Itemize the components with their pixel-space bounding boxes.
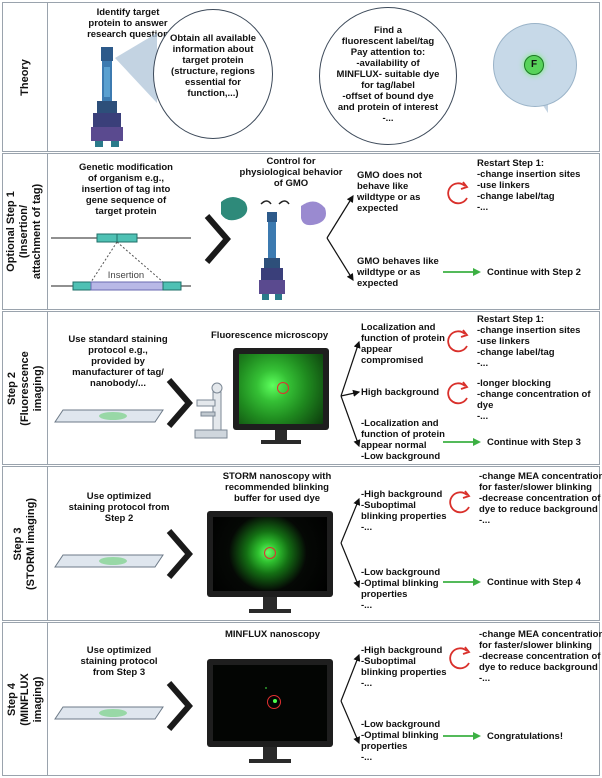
staining-text: Use optimized staining protocol from Ste… — [68, 491, 170, 524]
branch-arrows — [340, 340, 361, 448]
control-text: Control for physiological behavior of GM… — [239, 156, 343, 189]
monitor-stand — [263, 747, 277, 759]
microscope-slide-icon — [54, 706, 164, 720]
protein-structure-icon — [259, 212, 285, 300]
roi-circle — [277, 382, 289, 394]
retry-cycle-icon — [447, 381, 469, 405]
row-label-text: Step 4 (MINFLUX imaging) — [5, 672, 44, 726]
change-text: -change MEA concentration for faster/slo… — [479, 629, 602, 684]
retry-cycle-icon — [449, 490, 471, 514]
organisms-icon — [221, 197, 326, 226]
roi-circle — [264, 547, 276, 559]
step3-row: Step 3 (STORM imaging) Use optimized sta… — [2, 466, 602, 621]
identify-text: Identify target protein to answer resear… — [87, 7, 169, 40]
monitor-display — [207, 511, 333, 597]
row-label-opt: Optional Step 1 (Insertion/ attachment o… — [3, 154, 48, 309]
row-label-step3: Step 3 (STORM imaging) — [3, 467, 48, 620]
row-label-step4: Step 4 (MINFLUX imaging) — [3, 623, 48, 775]
chevron-right-icon — [204, 214, 231, 264]
restart-text: Restart Step 1: -change insertion sites … — [477, 314, 581, 369]
blocking-text: -longer blocking -change concentration o… — [477, 378, 591, 422]
microscope-slide-icon — [54, 554, 164, 568]
monitor-display — [207, 659, 333, 747]
obtain-text: Obtain all available information about t… — [169, 33, 257, 99]
behaves-text: GMO behaves like wildtype or as expected — [357, 256, 439, 289]
insertion-label: Insertion — [107, 270, 145, 281]
chevron-right-icon — [166, 529, 193, 579]
branch-arrows — [326, 194, 354, 282]
high-bg-text: -High background -Suboptimal blinking pr… — [361, 489, 447, 533]
monitor-display — [233, 348, 329, 430]
microscope-slide-icon — [54, 409, 164, 423]
optional-step1-row: Optional Step 1 (Insertion/ attachment o… — [2, 153, 600, 310]
label-bubble — [319, 7, 457, 145]
microscope-icon — [194, 382, 228, 439]
high-bg-text: -High background -Suboptimal blinking pr… — [361, 645, 447, 689]
roi-circle — [267, 695, 281, 709]
signal-dot — [265, 687, 267, 689]
row-label-text: Step 3 (STORM imaging) — [12, 497, 38, 590]
high-bg-text: High background — [361, 387, 440, 398]
congrats-text: Congratulations! — [487, 731, 563, 742]
staining-text: Use standard staining protocol e.g., pro… — [68, 334, 168, 389]
monitor-base — [261, 440, 301, 444]
not-behave-text: GMO does not behave like wildtype or as … — [357, 170, 422, 214]
storm-title: STORM nanoscopy with recommended blinkin… — [222, 471, 332, 504]
restart-text: Restart Step 1: -change insertion sites … — [477, 158, 581, 213]
gene-insertion-diagram — [51, 233, 191, 291]
step4-row: Step 4 (MINFLUX imaging) Use optimized s… — [2, 622, 602, 776]
retry-cycle-icon — [449, 646, 471, 670]
chevron-right-icon — [166, 378, 193, 428]
monitor-base — [249, 759, 291, 763]
staining-text: Use optimized staining protocol from Ste… — [80, 645, 158, 678]
green-arrow-icon — [443, 732, 481, 740]
fluorescence-title: Fluorescence microscopy — [211, 330, 329, 341]
loc-comp-text: Localization and function of protein app… — [361, 322, 445, 366]
low-bg-text: -Low background -Optimal blinking proper… — [361, 719, 441, 763]
branch-arrows — [340, 497, 361, 589]
continue-text: Continue with Step 2 — [487, 267, 581, 278]
monitor-stand — [263, 597, 277, 609]
monitor-stand — [275, 430, 287, 440]
low-bg-text: -Low background -Optimal blinking proper… — [361, 567, 441, 611]
row-label-step2: Step 2 (Fluorescence imaging) — [3, 312, 48, 464]
row-label-text: Step 2 (Fluorescence imaging) — [5, 350, 44, 426]
chevron-right-icon — [166, 681, 193, 731]
fluorophore-letter: F — [530, 59, 538, 70]
loc-norm-text: -Localization and function of protein ap… — [361, 418, 445, 462]
theory-row: Theory Identify target protein to answer… — [2, 2, 600, 152]
green-arrow-icon — [443, 578, 481, 586]
step2-row: Step 2 (Fluorescence imaging) Use standa… — [2, 311, 600, 465]
retry-cycle-icon — [447, 181, 469, 205]
find-text: Find a fluorescent label/tag Pay attenti… — [336, 25, 440, 124]
change-text: -change MEA concentration for faster/slo… — [479, 471, 602, 526]
info-bubble — [153, 9, 273, 139]
genetic-text: Genetic modification of organism e.g., i… — [79, 162, 173, 217]
fluorophore-icon: F — [524, 55, 544, 75]
green-arrow-icon — [443, 268, 481, 276]
row-label-theory: Theory — [3, 3, 48, 151]
green-arrow-icon — [443, 438, 481, 446]
row-label-text: Optional Step 1 (Insertion/ attachment o… — [5, 183, 44, 280]
branch-arrows — [340, 653, 361, 745]
monitor-base — [249, 609, 291, 613]
continue-text: Continue with Step 3 — [487, 437, 581, 448]
minflux-title: MINFLUX nanoscopy — [225, 629, 321, 640]
retry-cycle-icon — [447, 329, 469, 353]
protein-structure-icon — [91, 47, 123, 147]
continue-text: Continue with Step 4 — [487, 577, 581, 588]
